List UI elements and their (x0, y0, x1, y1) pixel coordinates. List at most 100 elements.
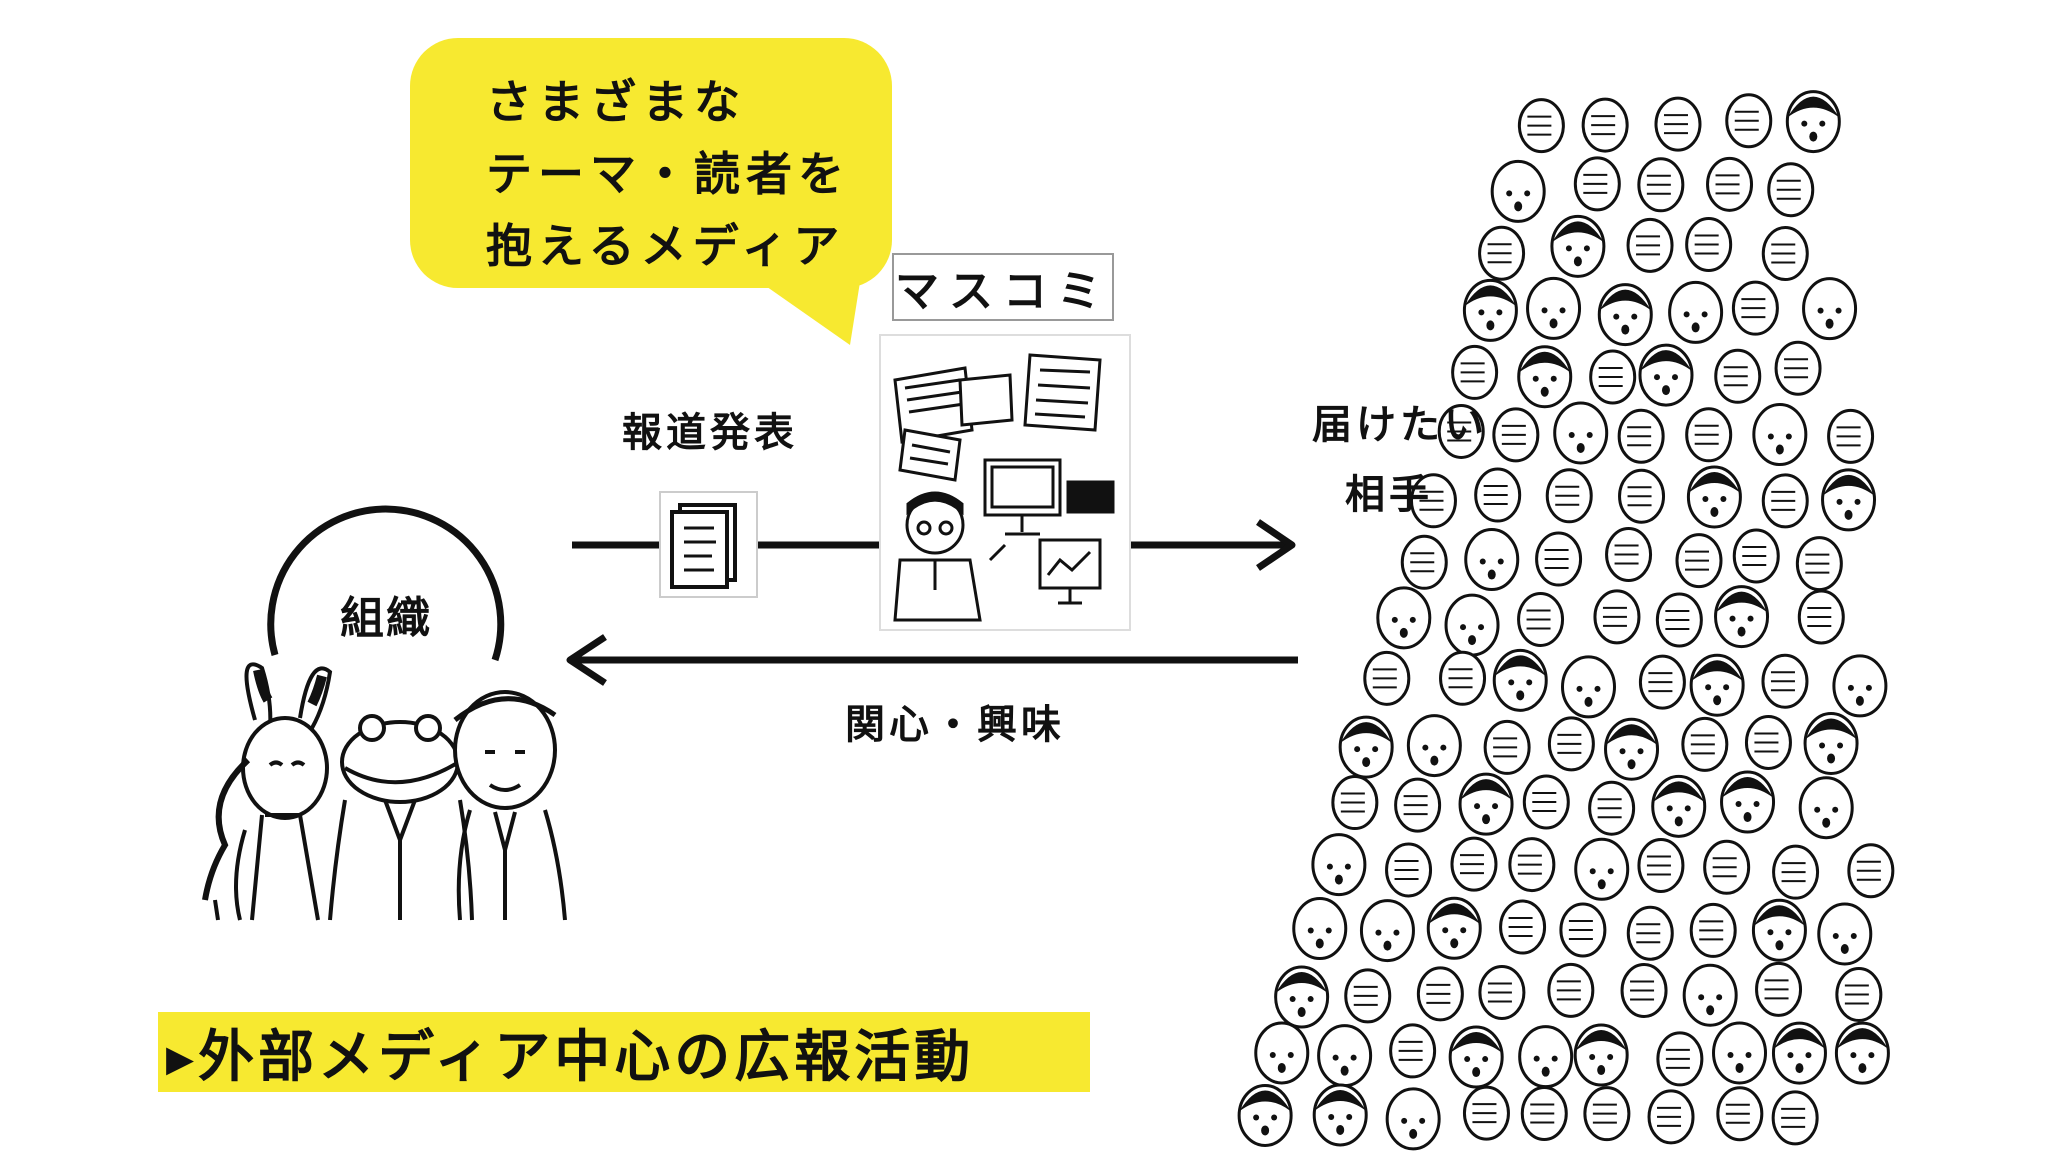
crowd-person (1274, 965, 1330, 1029)
crowd-person (1651, 774, 1707, 838)
crowd-person (1771, 1021, 1827, 1085)
mass-media-illustration (879, 334, 1131, 631)
crowd-background-person (1685, 407, 1733, 463)
crowd-background-person (1827, 408, 1875, 464)
crowd-background-person (1656, 1031, 1704, 1087)
crowd-background-person (1394, 777, 1442, 833)
crowd-background-person (1620, 962, 1668, 1018)
crowd-background-person (1681, 716, 1729, 772)
crowd-background-person (1508, 837, 1556, 893)
crowd-person (1560, 655, 1616, 719)
crowd-background-person (1797, 589, 1845, 645)
crowd-person (1720, 770, 1776, 834)
crowd-background-person (1363, 650, 1411, 706)
crowd-background-person (1689, 902, 1737, 958)
crowd-person (1464, 528, 1520, 592)
crowd-background-person (1655, 592, 1703, 648)
crowd-background-person (1522, 774, 1570, 830)
crowd-person (1682, 963, 1738, 1027)
crowd-person (1311, 833, 1367, 897)
crowd-background-person (1617, 408, 1665, 464)
crowd-person (1254, 1021, 1310, 1085)
crowd-background-person (1520, 1085, 1568, 1141)
crowd-person (1712, 1021, 1768, 1085)
crowd-person (1359, 899, 1415, 963)
target-label-line2: 相手 (1345, 472, 1433, 518)
crowd-background-person (1654, 96, 1702, 152)
crowd-background-person (1499, 899, 1547, 955)
crowd-background-person (1755, 961, 1803, 1017)
crowd-person (1714, 585, 1770, 649)
crowd-background-person (1331, 775, 1379, 831)
crowd-person (1492, 648, 1548, 712)
speech-bubble-text: さまざまな テーマ・読者を 抱えるメディア (486, 75, 850, 273)
crowd-background-person (1517, 98, 1565, 154)
crowd-background-person (1725, 93, 1773, 149)
crowd-background-person (1638, 654, 1686, 710)
document-icon (659, 491, 758, 598)
crowd-background-person (1573, 156, 1621, 212)
target-label-line1: 届けたい (1312, 402, 1488, 448)
crowd-background-person (1389, 1023, 1437, 1079)
crowd-background-person (1400, 534, 1448, 590)
crowd-background-person (1451, 344, 1499, 400)
crowd-person (1517, 345, 1573, 409)
crowd-person (1798, 776, 1854, 840)
crowd-background-person (1637, 837, 1685, 893)
crowd-background-person (1675, 533, 1723, 589)
crowd-background-person (1439, 650, 1487, 706)
crowd-background-person (1409, 473, 1457, 529)
crowd-person (1604, 717, 1660, 781)
crowd-background-person (1761, 473, 1809, 529)
crowd-person (1462, 278, 1518, 342)
crowd-background-person (1385, 842, 1433, 898)
crowd-background-person (1761, 226, 1809, 282)
crowd-person (1573, 1023, 1629, 1087)
crowd-background-person (1647, 1089, 1695, 1145)
crowd-background-person (1517, 591, 1565, 647)
crowd-background-person (1547, 962, 1595, 1018)
crowd-background-person (1732, 528, 1780, 584)
crowd-background-person (1478, 225, 1526, 281)
crowd-person (1834, 1021, 1890, 1085)
crowd-background-person (1344, 968, 1392, 1024)
crowd-person (1426, 896, 1482, 960)
crowd-background-person (1626, 217, 1674, 273)
crowd-background-person (1462, 1085, 1510, 1141)
crowd-background-person (1731, 280, 1779, 336)
crowd-person (1553, 401, 1609, 465)
crowd-person (1832, 654, 1888, 718)
crowd-background-person (1847, 843, 1895, 899)
crowd-background-person (1589, 349, 1637, 405)
crowd-person (1292, 897, 1348, 961)
crowd-background-person (1637, 157, 1685, 213)
organization-circle (267, 505, 505, 662)
summary-banner: ▸外部メディア中心の広報活動 (158, 1012, 1090, 1092)
crowd-person (1406, 714, 1462, 778)
crowd-background-person (1716, 1086, 1764, 1142)
crowd-person (1668, 280, 1724, 344)
crowd-background-person (1588, 780, 1636, 836)
crowd-background-person (1450, 836, 1498, 892)
crowd-person (1518, 1025, 1574, 1089)
crowd-person (1817, 902, 1873, 966)
summary-banner-text: ▸外部メディア中心の広報活動 (166, 1024, 975, 1090)
crowd-background-person (1492, 407, 1540, 463)
crowd-background-person (1685, 216, 1733, 272)
crowd-background-person (1618, 468, 1666, 524)
crowd-background-person (1761, 653, 1809, 709)
crowd-person (1448, 1025, 1504, 1089)
crowd-person (1376, 586, 1432, 650)
crowd-background-person (1771, 1090, 1819, 1146)
crowd-background-person (1703, 839, 1751, 895)
crowd-background-person (1437, 403, 1485, 459)
crowd-person (1444, 593, 1500, 657)
organization-members-illustration (202, 662, 567, 921)
crowd-background-person (1626, 905, 1674, 961)
crowd-background-person (1772, 844, 1820, 900)
crowd-person (1689, 653, 1745, 717)
crowd-person (1751, 898, 1807, 962)
crowd-background-person (1835, 967, 1883, 1023)
